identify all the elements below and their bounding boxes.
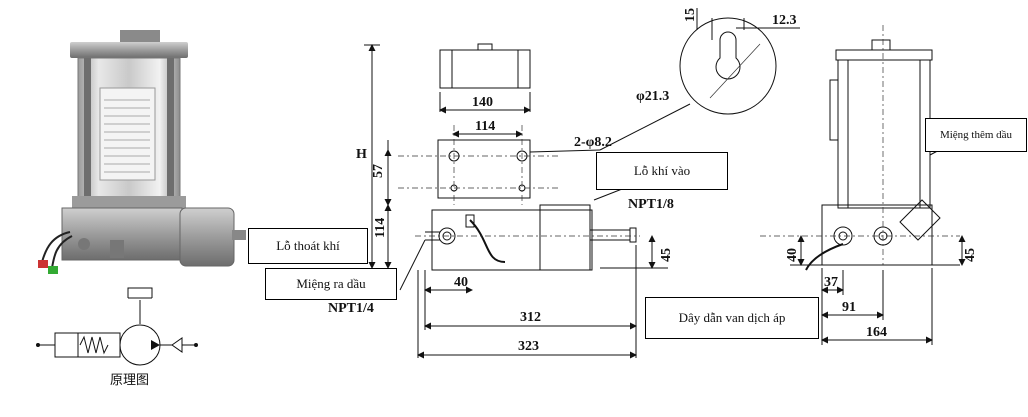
- dim-91: 91: [842, 300, 856, 315]
- detail-view: [529, 8, 800, 153]
- dim-40-mid: 40: [454, 275, 468, 290]
- dim-57: 57: [371, 164, 386, 178]
- dim-312: 312: [520, 310, 541, 325]
- dim-40-right: 40: [785, 248, 800, 262]
- dim-12-3: 12.3: [772, 13, 797, 28]
- callout-wire: Dây dẫn van dịch áp: [645, 297, 819, 339]
- side-view: [760, 25, 966, 345]
- callout-oil-outlet: Miệng ra dầu: [265, 268, 397, 300]
- dim-164: 164: [866, 325, 887, 340]
- hydraulic-schematic: 原理图: [36, 287, 198, 388]
- dim-323: 323: [518, 339, 539, 354]
- schematic-caption: 原理图: [110, 373, 149, 388]
- dim-114-top: 114: [475, 119, 495, 134]
- dim-45-mid: 45: [659, 248, 674, 262]
- dimension-labels: 15 12.3 φ21.3 140 114 2-φ8.2 H 57 114 NP…: [328, 8, 978, 354]
- callout-exhaust: Lỗ thoát khí: [248, 228, 368, 264]
- front-view: [364, 43, 668, 359]
- dim-npt14: NPT1/4: [328, 301, 374, 316]
- dim-140: 140: [472, 95, 493, 110]
- dim-npt18: NPT1/8: [628, 197, 674, 212]
- dim-15: 15: [683, 8, 698, 22]
- dim-H: H: [356, 147, 367, 162]
- pump-photo: [38, 30, 246, 274]
- dim-37: 37: [824, 275, 838, 290]
- dim-hole: 2-φ8.2: [574, 135, 612, 150]
- dim-114-side: 114: [373, 218, 388, 238]
- dim-45-right: 45: [963, 248, 978, 262]
- callout-air-inlet: Lỗ khí vào: [596, 152, 728, 190]
- dim-phi21-3: φ21.3: [636, 89, 669, 104]
- callout-oil-fill: Miệng thêm dầu: [925, 118, 1027, 152]
